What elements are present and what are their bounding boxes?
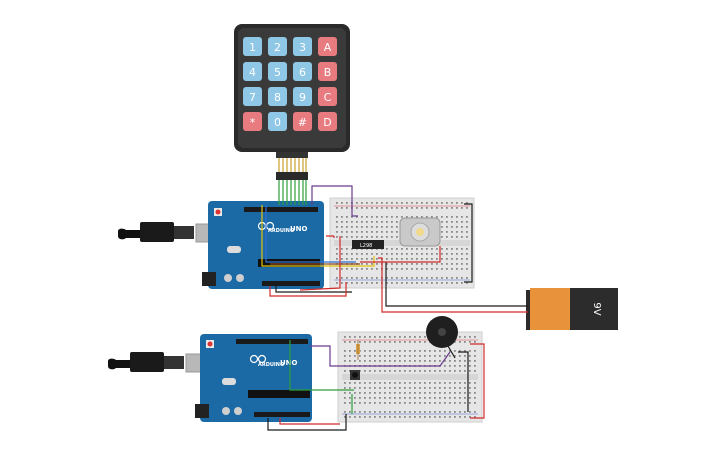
arduino-top: ARDUINO UNO: [118, 201, 324, 289]
keypad-key[interactable]: [318, 37, 337, 56]
keypad-key[interactable]: [293, 112, 312, 131]
board-bottom-brand: ARDUINO: [258, 362, 284, 368]
keypad-key[interactable]: [243, 62, 262, 81]
board-top-brand: ARDUINO: [268, 228, 294, 234]
keypad-key-label: D: [323, 116, 331, 129]
keypad-key-label: 6: [299, 66, 306, 79]
keypad-key[interactable]: [318, 112, 337, 131]
keypad-key[interactable]: [293, 62, 312, 81]
arduino-logo-bottom: [249, 354, 267, 364]
usb-cable-bottom: [108, 352, 213, 373]
battery-label: 9V: [591, 302, 602, 315]
keypad-key-label: 8: [274, 91, 281, 104]
arduino-bottom: ARDUINO UNO: [108, 334, 312, 422]
dc-motor: [399, 217, 441, 247]
keypad-key-label: 7: [249, 91, 256, 104]
keypad-key[interactable]: [243, 37, 262, 56]
piezo-buzzer: [426, 316, 458, 359]
driver-chip: L298: [352, 240, 384, 249]
driver-chip-label: L298: [360, 243, 372, 249]
board-bottom-label: UNO: [280, 359, 298, 367]
keypad-key[interactable]: [268, 112, 287, 131]
keypad-key-label: 5: [274, 66, 281, 79]
keypad-key[interactable]: [243, 87, 262, 106]
keypad-key-label: 3: [299, 41, 306, 54]
keypad-key-label: 1: [249, 41, 256, 54]
keypad: 1 2 3 A 4 5 6 B 7 8 9 C * 0 # D: [234, 24, 350, 180]
keypad-key-label: 0: [274, 116, 281, 129]
keypad-key-label: A: [324, 41, 332, 54]
keypad-key[interactable]: [318, 62, 337, 81]
keypad-key[interactable]: [293, 37, 312, 56]
keypad-key-label: 4: [249, 66, 256, 79]
keypad-key[interactable]: [318, 87, 337, 106]
resistor: [356, 340, 360, 360]
wires: [261, 180, 528, 431]
keypad-key[interactable]: [268, 62, 287, 81]
keypad-key-label: *: [250, 116, 256, 129]
battery-9v: 9V: [526, 288, 618, 330]
keypad-key-label: #: [298, 116, 307, 129]
keypad-key[interactable]: [293, 87, 312, 106]
keypad-key[interactable]: [243, 112, 262, 131]
keypad-key-label: B: [324, 66, 332, 79]
push-button: [350, 370, 360, 380]
breadboard-bottom: [337, 331, 483, 423]
keypad-key[interactable]: [268, 37, 287, 56]
keypad-key[interactable]: [268, 87, 287, 106]
keypad-key-label: 2: [274, 41, 281, 54]
keypad-key-label: C: [324, 91, 332, 104]
board-top-label: UNO: [290, 225, 308, 233]
usb-cable-top: [118, 222, 223, 243]
keypad-ribbon: [276, 152, 308, 180]
keypad-key-label: 9: [299, 91, 306, 104]
